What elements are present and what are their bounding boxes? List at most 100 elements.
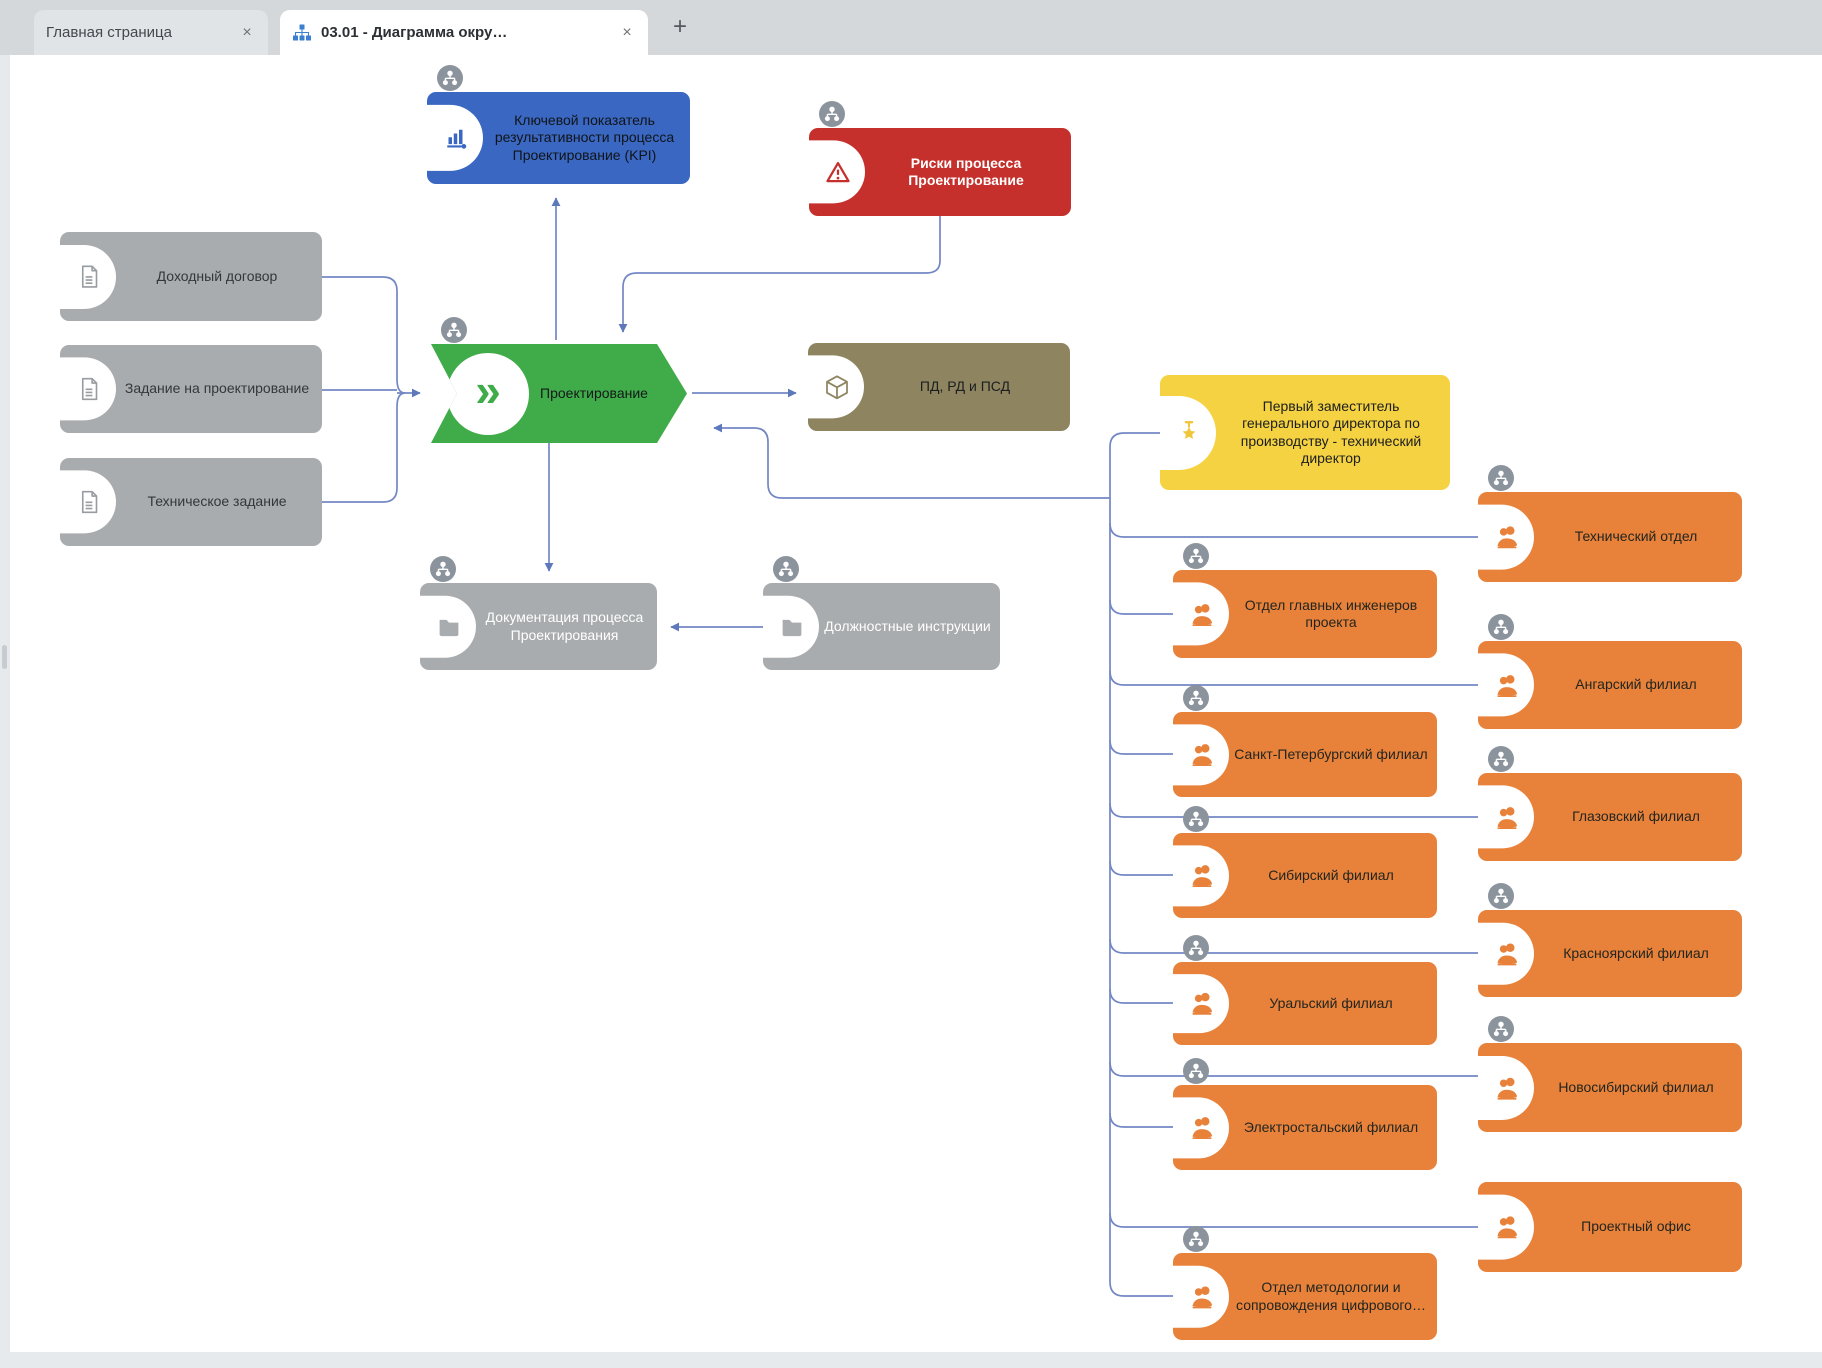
people-icon bbox=[1185, 989, 1217, 1019]
node-org-elektro[interactable]: Электростальский филиал bbox=[1173, 1085, 1437, 1170]
node-org-krasn[interactable]: Красноярский филиал bbox=[1478, 910, 1742, 997]
document-icon bbox=[72, 487, 104, 517]
folder-icon bbox=[775, 612, 807, 642]
connector bbox=[1109, 1061, 1478, 1077]
org-hierarchy-badge-icon[interactable] bbox=[1488, 1016, 1514, 1042]
org-hierarchy-badge-icon[interactable] bbox=[430, 556, 456, 582]
node-org-glavnyh[interactable]: Отдел главных инженеров проекта bbox=[1173, 570, 1437, 658]
node-input-tz[interactable]: Техническое задание bbox=[60, 458, 322, 546]
org-hierarchy-badge-icon[interactable] bbox=[1488, 883, 1514, 909]
node-input-dogovor[interactable]: Доходный договор bbox=[60, 232, 322, 321]
node-org-angarsk[interactable]: Ангарский филиал bbox=[1478, 641, 1742, 729]
connector bbox=[1109, 1112, 1173, 1128]
node-doc-process[interactable]: Документация процесса Проектирования bbox=[420, 583, 657, 670]
node-org-ural[interactable]: Уральский филиал bbox=[1173, 962, 1437, 1045]
connector bbox=[1109, 498, 1173, 1297]
node-org-glazov[interactable]: Глазовский филиал bbox=[1478, 773, 1742, 861]
icon-well bbox=[1160, 395, 1216, 470]
node-label: Доходный договор bbox=[156, 267, 278, 284]
node-org-sib[interactable]: Сибирский филиал bbox=[1173, 833, 1437, 918]
node-kpi[interactable]: Ключевой показатель результативности про… bbox=[427, 92, 690, 184]
node-org-tech[interactable]: Технический отдел bbox=[1478, 492, 1742, 582]
award-icon bbox=[1172, 418, 1204, 448]
tab-home-label: Главная страница bbox=[46, 24, 172, 41]
connector bbox=[322, 392, 406, 503]
node-owner[interactable]: Первый заместитель генерального директор… bbox=[1160, 375, 1450, 490]
node-label: Первый заместитель генерального директор… bbox=[1240, 398, 1422, 466]
node-output-pd[interactable]: ПД, РД и ПСД bbox=[808, 343, 1070, 431]
org-hierarchy-badge-icon[interactable] bbox=[819, 101, 845, 127]
org-hierarchy-badge-icon[interactable] bbox=[773, 556, 799, 582]
org-hierarchy-badge-icon[interactable] bbox=[1488, 614, 1514, 640]
people-icon bbox=[1185, 599, 1217, 629]
org-hierarchy-badge-icon[interactable] bbox=[1183, 1058, 1209, 1084]
node-org-metod[interactable]: Отдел методологии и сопровождения цифров… bbox=[1173, 1253, 1437, 1340]
node-label: Техническое задание bbox=[147, 493, 287, 510]
connector bbox=[1109, 1212, 1478, 1228]
warning-icon bbox=[821, 157, 853, 187]
org-hierarchy-badge-icon[interactable] bbox=[1183, 543, 1209, 569]
node-risks[interactable]: Риски процесса Проектирование bbox=[809, 128, 1071, 216]
org-hierarchy-badge-icon[interactable] bbox=[1183, 806, 1209, 832]
node-org-spb[interactable]: Санкт-Петербургский филиал bbox=[1173, 712, 1437, 797]
node-label: Санкт-Петербургский филиал bbox=[1234, 745, 1428, 762]
node-doc-instructions[interactable]: Должностные инструкции bbox=[763, 583, 1000, 670]
close-tab-icon[interactable]: × bbox=[242, 23, 252, 41]
node-label: Электростальский филиал bbox=[1243, 1118, 1419, 1135]
icon-well bbox=[1173, 1096, 1229, 1159]
people-icon bbox=[1490, 939, 1522, 969]
icon-well bbox=[1173, 973, 1229, 1034]
icon-well bbox=[808, 355, 864, 419]
connector bbox=[1109, 860, 1173, 876]
org-hierarchy-badge-icon[interactable] bbox=[1488, 746, 1514, 772]
icon-well bbox=[1173, 582, 1229, 646]
cube-icon bbox=[820, 372, 852, 402]
folder-icon bbox=[432, 612, 464, 642]
icon-well bbox=[809, 140, 865, 204]
tab-home[interactable]: Главная страница × bbox=[34, 10, 268, 55]
icon-well bbox=[763, 595, 819, 658]
node-label: Технический отдел bbox=[1574, 528, 1698, 545]
org-hierarchy-badge-icon[interactable] bbox=[1488, 465, 1514, 491]
chevrons-icon: » bbox=[475, 374, 501, 413]
org-hierarchy-badge-icon[interactable] bbox=[1183, 1226, 1209, 1252]
people-icon bbox=[1490, 1072, 1522, 1102]
icon-well bbox=[427, 104, 483, 172]
people-icon bbox=[1185, 1113, 1217, 1143]
icon-well bbox=[1478, 1055, 1534, 1120]
node-org-novosib[interactable]: Новосибирский филиал bbox=[1478, 1043, 1742, 1132]
node-process[interactable]: »Проектирование bbox=[431, 344, 687, 443]
node-label: Задание на проектирование bbox=[124, 380, 310, 397]
new-tab-button[interactable]: + bbox=[672, 13, 687, 40]
bar-chart-icon bbox=[439, 123, 471, 153]
node-label: Риски процесса Проектирование bbox=[908, 154, 1024, 188]
icon-well bbox=[1173, 1265, 1229, 1328]
tab-diagram[interactable]: 03.01 - Диаграмма окру… × bbox=[280, 10, 648, 55]
vertical-scrollbar[interactable] bbox=[2, 645, 7, 669]
connector bbox=[618, 216, 941, 333]
node-label: Должностные инструкции bbox=[824, 617, 991, 634]
org-hierarchy-badge-icon[interactable] bbox=[1183, 685, 1209, 711]
people-icon bbox=[1185, 740, 1217, 770]
icon-well bbox=[60, 244, 116, 309]
icon-well bbox=[420, 595, 476, 658]
people-icon bbox=[1185, 861, 1217, 891]
org-hierarchy-badge-icon[interactable] bbox=[441, 317, 467, 343]
close-tab-icon[interactable]: × bbox=[622, 23, 632, 41]
tab-diagram-label: 03.01 - Диаграмма окру… bbox=[321, 24, 508, 41]
node-label: Уральский филиал bbox=[1269, 994, 1393, 1011]
document-icon bbox=[72, 374, 104, 404]
node-org-proekt[interactable]: Проектный офис bbox=[1478, 1182, 1742, 1272]
icon-well bbox=[1478, 504, 1534, 570]
people-icon bbox=[1490, 1212, 1522, 1242]
icon-well bbox=[1478, 1194, 1534, 1260]
org-hierarchy-badge-icon[interactable] bbox=[1183, 935, 1209, 961]
tab-bar: Главная страница × 03.01 - Диаграмма окр… bbox=[0, 0, 1822, 55]
connector bbox=[1109, 670, 1478, 686]
org-hierarchy-badge-icon[interactable] bbox=[437, 65, 463, 91]
icon-well bbox=[60, 470, 116, 534]
node-label: Отдел методологии и сопровождения цифров… bbox=[1236, 1279, 1426, 1313]
node-input-zadanie[interactable]: Задание на проектирование bbox=[60, 345, 322, 433]
people-icon bbox=[1490, 802, 1522, 832]
node-label: Ангарский филиал bbox=[1575, 676, 1697, 693]
